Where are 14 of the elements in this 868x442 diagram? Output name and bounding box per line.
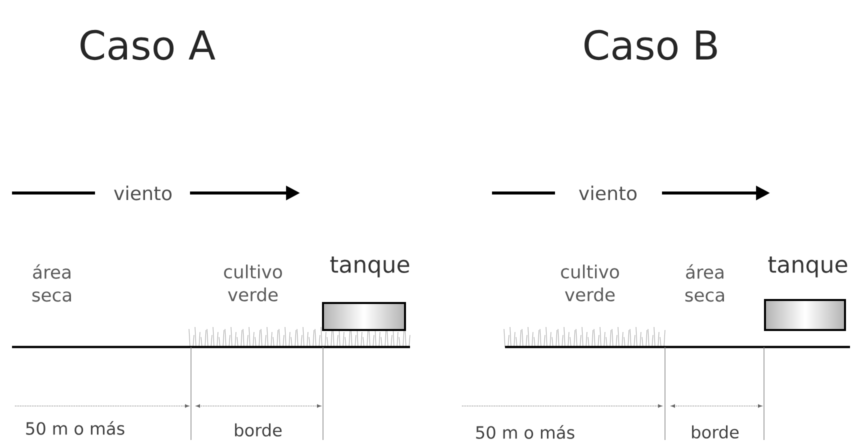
dimension-label: borde (235, 423, 282, 437)
dimension-label: borde (692, 425, 739, 439)
panel-title: Caso B (584, 30, 717, 60)
tank-label: tanque (330, 256, 410, 278)
dimension-label: 50 m o más (476, 425, 574, 439)
tank-label: tanque (768, 256, 848, 278)
tank-box (322, 302, 406, 331)
zone-label: área seca (32, 264, 71, 302)
panel-title: Caso A (80, 30, 216, 60)
zone-label: cultivo verde (561, 264, 619, 302)
dimension-label: 50 m o más (26, 421, 124, 435)
zone-label: cultivo verde (224, 264, 282, 302)
zone-label: área seca (685, 264, 724, 302)
tank-box (764, 299, 846, 331)
